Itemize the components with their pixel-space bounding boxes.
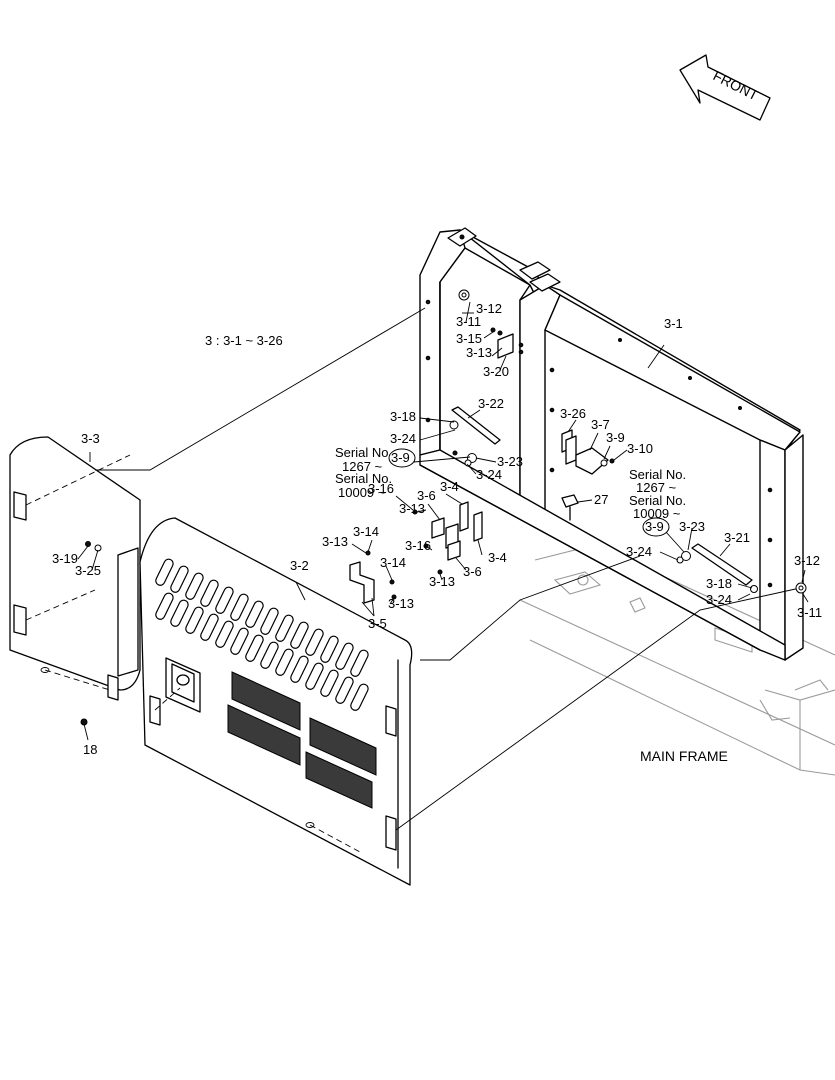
callout-c-3-13c: 3-13 xyxy=(322,534,348,549)
callout-cc-3-9a: 3-9 xyxy=(391,450,410,465)
callout-c-3-4b: 3-4 xyxy=(488,550,507,565)
callout-c-3-15: 3-15 xyxy=(456,331,482,346)
callout-c-3-9a: 3-9 xyxy=(606,430,625,445)
serial-note-right-line4: 10009 ~ xyxy=(633,506,681,521)
assembly-lines xyxy=(25,307,801,831)
callout-c-3-24a: 3-24 xyxy=(390,431,416,446)
circled-callout-cc-3-9a: 3-9 xyxy=(388,448,416,468)
callout-c-3-10: 3-10 xyxy=(627,441,653,456)
callout-circle xyxy=(388,448,416,468)
callout-c-27: 27 xyxy=(594,492,608,507)
callout-c-3-12a: 3-12 xyxy=(476,301,502,316)
callout-c-3-22: 3-22 xyxy=(478,396,504,411)
callout-c-3-23b: 3-23 xyxy=(679,519,705,534)
callout-c-3-14a: 3-14 xyxy=(353,524,379,539)
callout-c-3-26: 3-26 xyxy=(560,406,586,421)
door-panel-3-2 xyxy=(139,517,413,886)
callout-c-3-24b: 3-24 xyxy=(476,467,502,482)
group-label: 3 : 3-1 ~ 3-26 xyxy=(205,333,283,348)
callout-c-3-13b: 3-13 xyxy=(399,501,425,516)
callout-c-3-11a: 3-11 xyxy=(456,314,481,329)
serial-note-right: Serial No. 1267 ~ Serial No. 10009 ~ xyxy=(629,467,686,521)
serial-note-upper: Serial No. 1267 ~ Serial No. 10009 ~ xyxy=(335,445,392,500)
circled-callouts: 3-9 3-9 xyxy=(388,448,670,537)
callout-circle xyxy=(642,517,670,537)
callout-c-3-3: 3-3 xyxy=(81,431,100,446)
callout-c-3-24c: 3-24 xyxy=(626,544,652,559)
support-frame-3-1 xyxy=(419,227,804,661)
callout-c-3-1: 3-1 xyxy=(664,316,683,331)
serial-note-right-line1: Serial No. xyxy=(629,467,686,482)
callout-c-3-25: 3-25 xyxy=(75,563,101,578)
callout-c-3-4a: 3-4 xyxy=(440,479,459,494)
side-panel-3-3 xyxy=(9,436,141,701)
main-frame-label: MAIN FRAME xyxy=(640,748,728,764)
serial-note-upper-line3: Serial No. xyxy=(335,471,392,486)
callout-c-3-16b: 3-16 xyxy=(405,538,431,553)
callout-c-3-24d: 3-24 xyxy=(706,592,732,607)
callout-c-3-18b: 3-18 xyxy=(706,576,732,591)
circled-callout-cc-3-9b: 3-9 xyxy=(642,517,670,537)
callout-c-3-18a: 3-18 xyxy=(390,409,416,424)
callout-cc-3-9b: 3-9 xyxy=(645,519,664,534)
serial-note-right-line2: 1267 ~ xyxy=(636,480,677,495)
callout-c-3-6b: 3-6 xyxy=(463,564,482,579)
front-arrow: FRONT xyxy=(679,54,771,121)
serial-note-upper-line4: 10009 ~ xyxy=(338,485,386,500)
callout-c-3-12b: 3-12 xyxy=(794,553,820,568)
callout-c-3-14b: 3-14 xyxy=(380,555,406,570)
callout-c-3-13a: 3-13 xyxy=(466,345,492,360)
part-callouts: 3-13-23-33-43-43-53-63-63-73-93-103-113-… xyxy=(52,301,822,757)
callout-c-3-13d: 3-13 xyxy=(388,596,414,611)
callout-leaders xyxy=(77,301,809,741)
callout-c-3-5: 3-5 xyxy=(368,616,387,631)
callout-c-3-6a: 3-6 xyxy=(417,488,436,503)
callout-c-3-19: 3-19 xyxy=(52,551,78,566)
serial-note-right-line3: Serial No. xyxy=(629,493,686,508)
serial-note-upper-line1: Serial No. xyxy=(335,445,392,460)
louver-slots xyxy=(155,558,369,711)
callout-c-3-16a: 3-16 xyxy=(368,481,394,496)
callout-c-18: 18 xyxy=(83,742,97,757)
callout-c-3-2: 3-2 xyxy=(290,558,309,573)
callout-c-3-21: 3-21 xyxy=(724,530,750,545)
callout-c-3-13e: 3-13 xyxy=(429,574,455,589)
callout-c-3-20: 3-20 xyxy=(483,364,509,379)
callout-c-3-7: 3-7 xyxy=(591,417,610,432)
callout-c-3-23a: 3-23 xyxy=(497,454,523,469)
callout-c-3-11b: 3-11 xyxy=(797,605,822,620)
serial-note-upper-line2: 1267 ~ xyxy=(342,459,383,474)
